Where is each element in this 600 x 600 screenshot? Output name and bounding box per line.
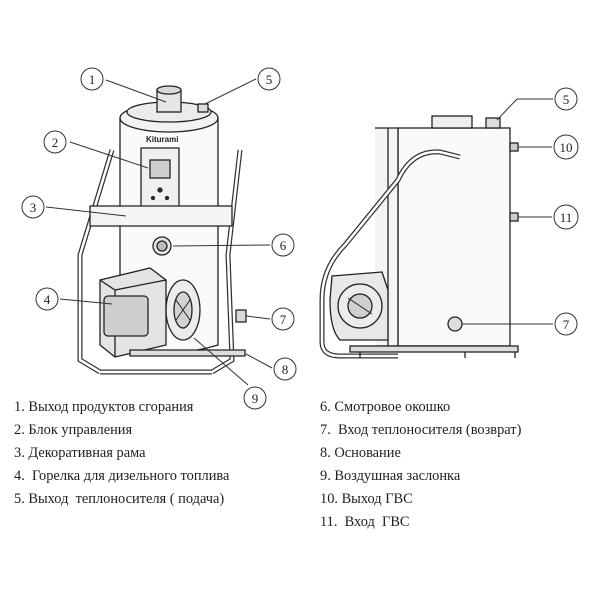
- legend-item-9: 9. Воздушная заслонка: [320, 468, 461, 484]
- boiler-front-view: [77, 85, 247, 375]
- callout-labels-left: 1 5 2 3 6 4 7 8 9: [30, 72, 289, 406]
- callouts-right: [462, 87, 579, 336]
- callout-5: 5: [266, 72, 273, 87]
- callout-right-10: 10: [560, 140, 573, 155]
- callouts-left: [21, 67, 297, 410]
- legend-item-1: 1. Выход продуктов сгорания: [14, 399, 194, 415]
- legend-item-10: 10. Выход ГВС: [320, 491, 413, 507]
- legend-item-11: 11. Вход ГВС: [320, 514, 410, 530]
- legend-item-8: 8. Основание: [320, 445, 401, 461]
- callout-9: 9: [252, 391, 259, 406]
- callout-4: 4: [44, 292, 51, 307]
- legend-item-4: 4. Горелка для дизельного топлива: [14, 468, 230, 484]
- legend-right: 6. Смотровое окошко 7. Вход теплоносител…: [320, 396, 521, 534]
- legend-item-2: 2. Блок управления: [14, 422, 133, 438]
- callout-right-11: 11: [560, 210, 573, 225]
- callout-8: 8: [282, 362, 289, 377]
- callout-2: 2: [52, 135, 59, 150]
- callout-right-7: 7: [563, 317, 570, 332]
- legend-left: 1. Выход продуктов сгорания 2. Блок упра…: [14, 396, 229, 511]
- legend-item-3: 3. Декоративная рама: [14, 445, 146, 461]
- legend-item-6: 6. Смотровое окошко: [320, 399, 451, 415]
- brand-label: Kiturami: [146, 135, 178, 144]
- callout-6: 6: [280, 238, 287, 253]
- callout-3: 3: [30, 200, 37, 215]
- callout-1: 1: [89, 72, 96, 87]
- boiler-side-view: [319, 115, 519, 359]
- legend-item-5: 5. Выход теплоносителя ( подача): [14, 491, 225, 507]
- callout-7: 7: [280, 312, 287, 327]
- callout-labels-right: 5 10 11 7: [560, 92, 573, 332]
- callout-right-5: 5: [563, 92, 570, 107]
- legend-item-7: 7. Вход теплоносителя (возврат): [320, 422, 522, 438]
